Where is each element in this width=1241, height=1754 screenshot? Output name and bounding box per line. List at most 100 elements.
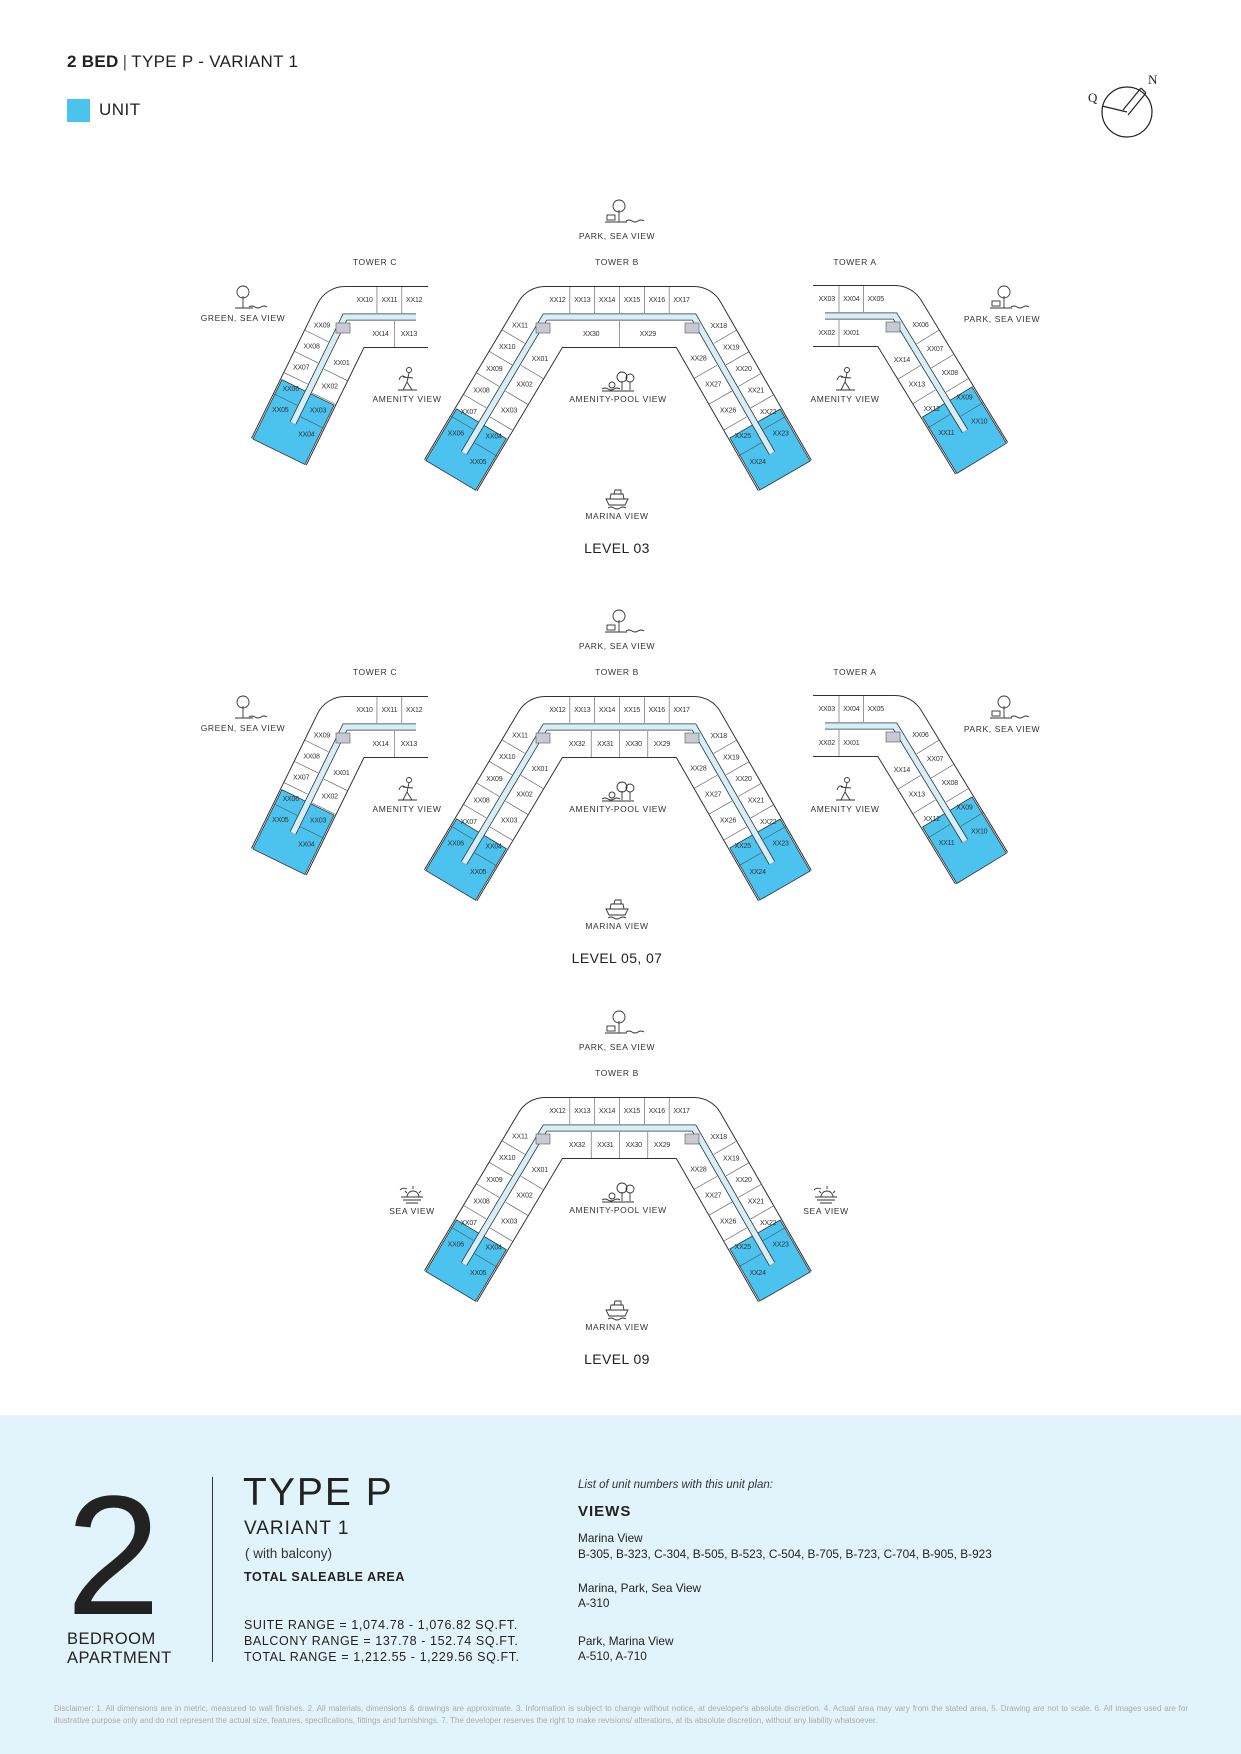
corridor (461, 724, 775, 865)
unit-label: XX10 (971, 418, 988, 425)
unit-divider (927, 414, 951, 429)
boat-icon-part (605, 489, 629, 506)
park-icon-part (606, 1025, 616, 1032)
unit-divider (960, 402, 984, 417)
unit-label: XX07 (927, 346, 944, 353)
boat-icon-part (607, 916, 627, 920)
unit-label: XX15 (624, 297, 641, 304)
unit-divider (474, 442, 498, 457)
pool-icon (601, 371, 635, 392)
unit-divider (273, 393, 298, 406)
pool-icon-part (601, 797, 621, 801)
unit-label: XX04 (485, 1244, 502, 1251)
level-title: LEVEL 05, 07 (572, 950, 663, 966)
sun-icon (813, 1186, 837, 1204)
unit-label: XX08 (942, 780, 959, 787)
unit-label: XX03 (310, 407, 327, 414)
person-icon-part (836, 372, 852, 391)
unit-label: XX28 (690, 1167, 707, 1174)
unit-label: XX12 (549, 297, 566, 304)
unit-divider (294, 761, 319, 774)
lift-core (535, 1133, 551, 1145)
unit-label: XX25 (735, 1244, 752, 1251)
unit-label: XX01 (532, 766, 549, 773)
park-icon (605, 1010, 645, 1034)
unit-label: XX24 (749, 459, 766, 466)
unit-divider (476, 782, 500, 797)
view-label: AMENITY VIEW (811, 804, 880, 814)
unit-divider (312, 392, 336, 405)
unit-divider (898, 365, 921, 380)
unit-label: XX24 (749, 1270, 766, 1277)
unit-label: XX12 (549, 1108, 566, 1115)
unit-label: XX11 (512, 1134, 528, 1141)
unit-divider (694, 774, 718, 789)
unit-label: XX03 (310, 817, 327, 824)
corridor (825, 723, 968, 843)
unit-label: XX31 (597, 741, 614, 748)
view-label: AMENITY-POOL VIEW (569, 394, 666, 404)
total-range: TOTAL RANGE = 1,212.55 - 1,229.56 SQ.FT. (244, 1650, 520, 1664)
view-label: AMENITY VIEW (811, 394, 880, 404)
tower-label: TOWER B (595, 257, 639, 267)
level-title: LEVEL 09 (584, 1351, 650, 1367)
park-icon (990, 695, 1030, 719)
compass-q-label: Q (1088, 90, 1098, 105)
pool-icon (601, 1182, 635, 1203)
park-icon-part (625, 1030, 645, 1034)
unit-divider (502, 1140, 525, 1155)
unit-label: XX03 (501, 1219, 518, 1226)
unit-divider (709, 800, 733, 815)
unit-label: XX13 (401, 741, 418, 748)
unit-label: XX10 (356, 297, 373, 304)
view-label: PARK, SEA VIEW (579, 231, 655, 241)
corridor (461, 314, 775, 455)
unit-label: XX03 (501, 408, 518, 415)
lift-core (535, 732, 551, 744)
unit-divider (945, 378, 969, 393)
unit-label: XX11 (512, 323, 528, 330)
unit-label: XX10 (499, 1155, 516, 1162)
unit-divider (738, 1253, 762, 1267)
boat-icon-part (607, 1317, 627, 1321)
unit-label: XX21 (748, 798, 765, 805)
view-label: SEA VIEW (803, 1206, 848, 1216)
title-separator: | (122, 52, 128, 71)
unit-divider (520, 1176, 544, 1190)
person-icon (398, 777, 417, 801)
unit-label: XX17 (673, 1108, 690, 1115)
unit-label: XX16 (649, 297, 666, 304)
unit-divider (502, 739, 525, 754)
unit-legend-label: UNIT (99, 100, 141, 119)
unit-label: XX08 (303, 343, 320, 350)
unit-divider (474, 1253, 498, 1268)
unit-divider (713, 740, 737, 754)
pool-icon-part (608, 1192, 616, 1200)
unit-label: XX32 (569, 1142, 586, 1149)
view-label: MARINA VIEW (585, 921, 648, 931)
park-icon (605, 609, 645, 633)
park-icon-part (991, 710, 1001, 717)
unit-divider (294, 351, 319, 364)
park-icon-part (625, 629, 645, 633)
unit-label: XX13 (401, 331, 418, 338)
tree-icon-part (248, 715, 268, 719)
view-group-units: A-310 (578, 1596, 610, 1610)
unit-divider (505, 800, 528, 815)
unit-label: XX29 (654, 741, 671, 748)
unit-label: XX26 (720, 1218, 737, 1225)
unit-divider (713, 1141, 737, 1155)
view-group-name: Park, Marina View (578, 1634, 674, 1648)
unit-divider (738, 1184, 762, 1198)
lift-core (335, 732, 351, 744)
tower-label: TOWER B (595, 667, 639, 677)
unit-divider (450, 415, 474, 430)
unit-label: XX05 (470, 1270, 487, 1277)
unit-divider (284, 782, 308, 795)
boat-icon-part (605, 899, 629, 916)
unit-divider (931, 764, 954, 779)
type-name: TYPE P (243, 1471, 394, 1514)
unit-label: XX08 (942, 370, 959, 377)
unit-label: XX09 (956, 394, 973, 401)
